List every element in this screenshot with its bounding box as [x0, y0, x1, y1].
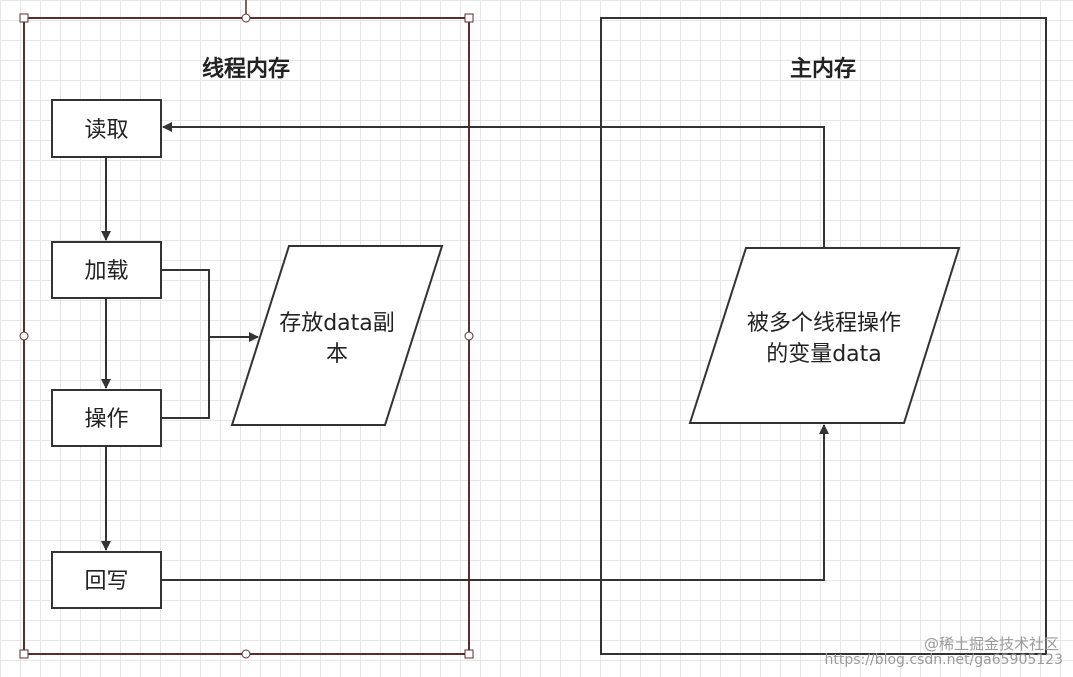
write-back-label: 回写 — [84, 569, 128, 594]
data-copy-label-line2: 本 — [326, 342, 348, 367]
read-box[interactable] — [51, 99, 162, 158]
read-step[interactable]: 读取 — [51, 99, 162, 158]
data-copy-store[interactable]: 存放data副 本 — [230, 245, 444, 426]
watermark-line2: https://blog.csdn.net/ga65905123 — [825, 652, 1063, 668]
resize-handle-top-right[interactable] — [464, 13, 474, 23]
watermark-line1: @稀土掘金技术社区 — [924, 635, 1059, 653]
arrow-write-back-to-main[interactable] — [161, 424, 829, 581]
resize-handle-top-left[interactable] — [19, 13, 29, 23]
operate-label: 操作 — [84, 407, 128, 432]
thread-memory-container[interactable]: 线程内存 — [19, 0, 474, 659]
arrow-main-to-read[interactable] — [162, 122, 825, 248]
resize-handle-right[interactable] — [464, 331, 474, 341]
connector-load-to-copy[interactable] — [161, 269, 210, 337]
data-copy-label-line1: 存放data副 — [279, 311, 395, 336]
shared-variable-label-line1: 被多个线程操作 — [747, 311, 901, 336]
shared-variable-shape[interactable] — [688, 247, 961, 424]
load-step[interactable]: 加载 — [51, 241, 162, 299]
write-back-step[interactable]: 回写 — [51, 551, 162, 609]
operate-step[interactable]: 操作 — [51, 389, 162, 447]
data-copy-shape[interactable] — [230, 245, 444, 426]
resize-handle-top[interactable] — [241, 13, 251, 23]
main-memory-title: 主内存 — [790, 56, 856, 82]
shared-variable-label-line2: 的变量data — [766, 342, 882, 367]
load-box[interactable] — [51, 241, 162, 299]
thread-memory-title: 线程内存 — [202, 56, 290, 82]
resize-handle-left[interactable] — [19, 331, 29, 341]
resize-handle-bottom[interactable] — [241, 649, 251, 659]
main-memory-box[interactable] — [600, 17, 1047, 655]
operate-box[interactable] — [51, 389, 162, 447]
main-memory-container[interactable]: 主内存 — [600, 17, 1047, 655]
load-label: 加载 — [84, 259, 128, 284]
resize-handle-bottom-right[interactable] — [464, 649, 474, 659]
resize-handle-bottom-left[interactable] — [19, 649, 29, 659]
connector-operate-to-copy[interactable] — [161, 337, 210, 419]
shared-variable[interactable]: 被多个线程操作 的变量data — [688, 247, 961, 424]
read-label: 读取 — [84, 118, 128, 143]
